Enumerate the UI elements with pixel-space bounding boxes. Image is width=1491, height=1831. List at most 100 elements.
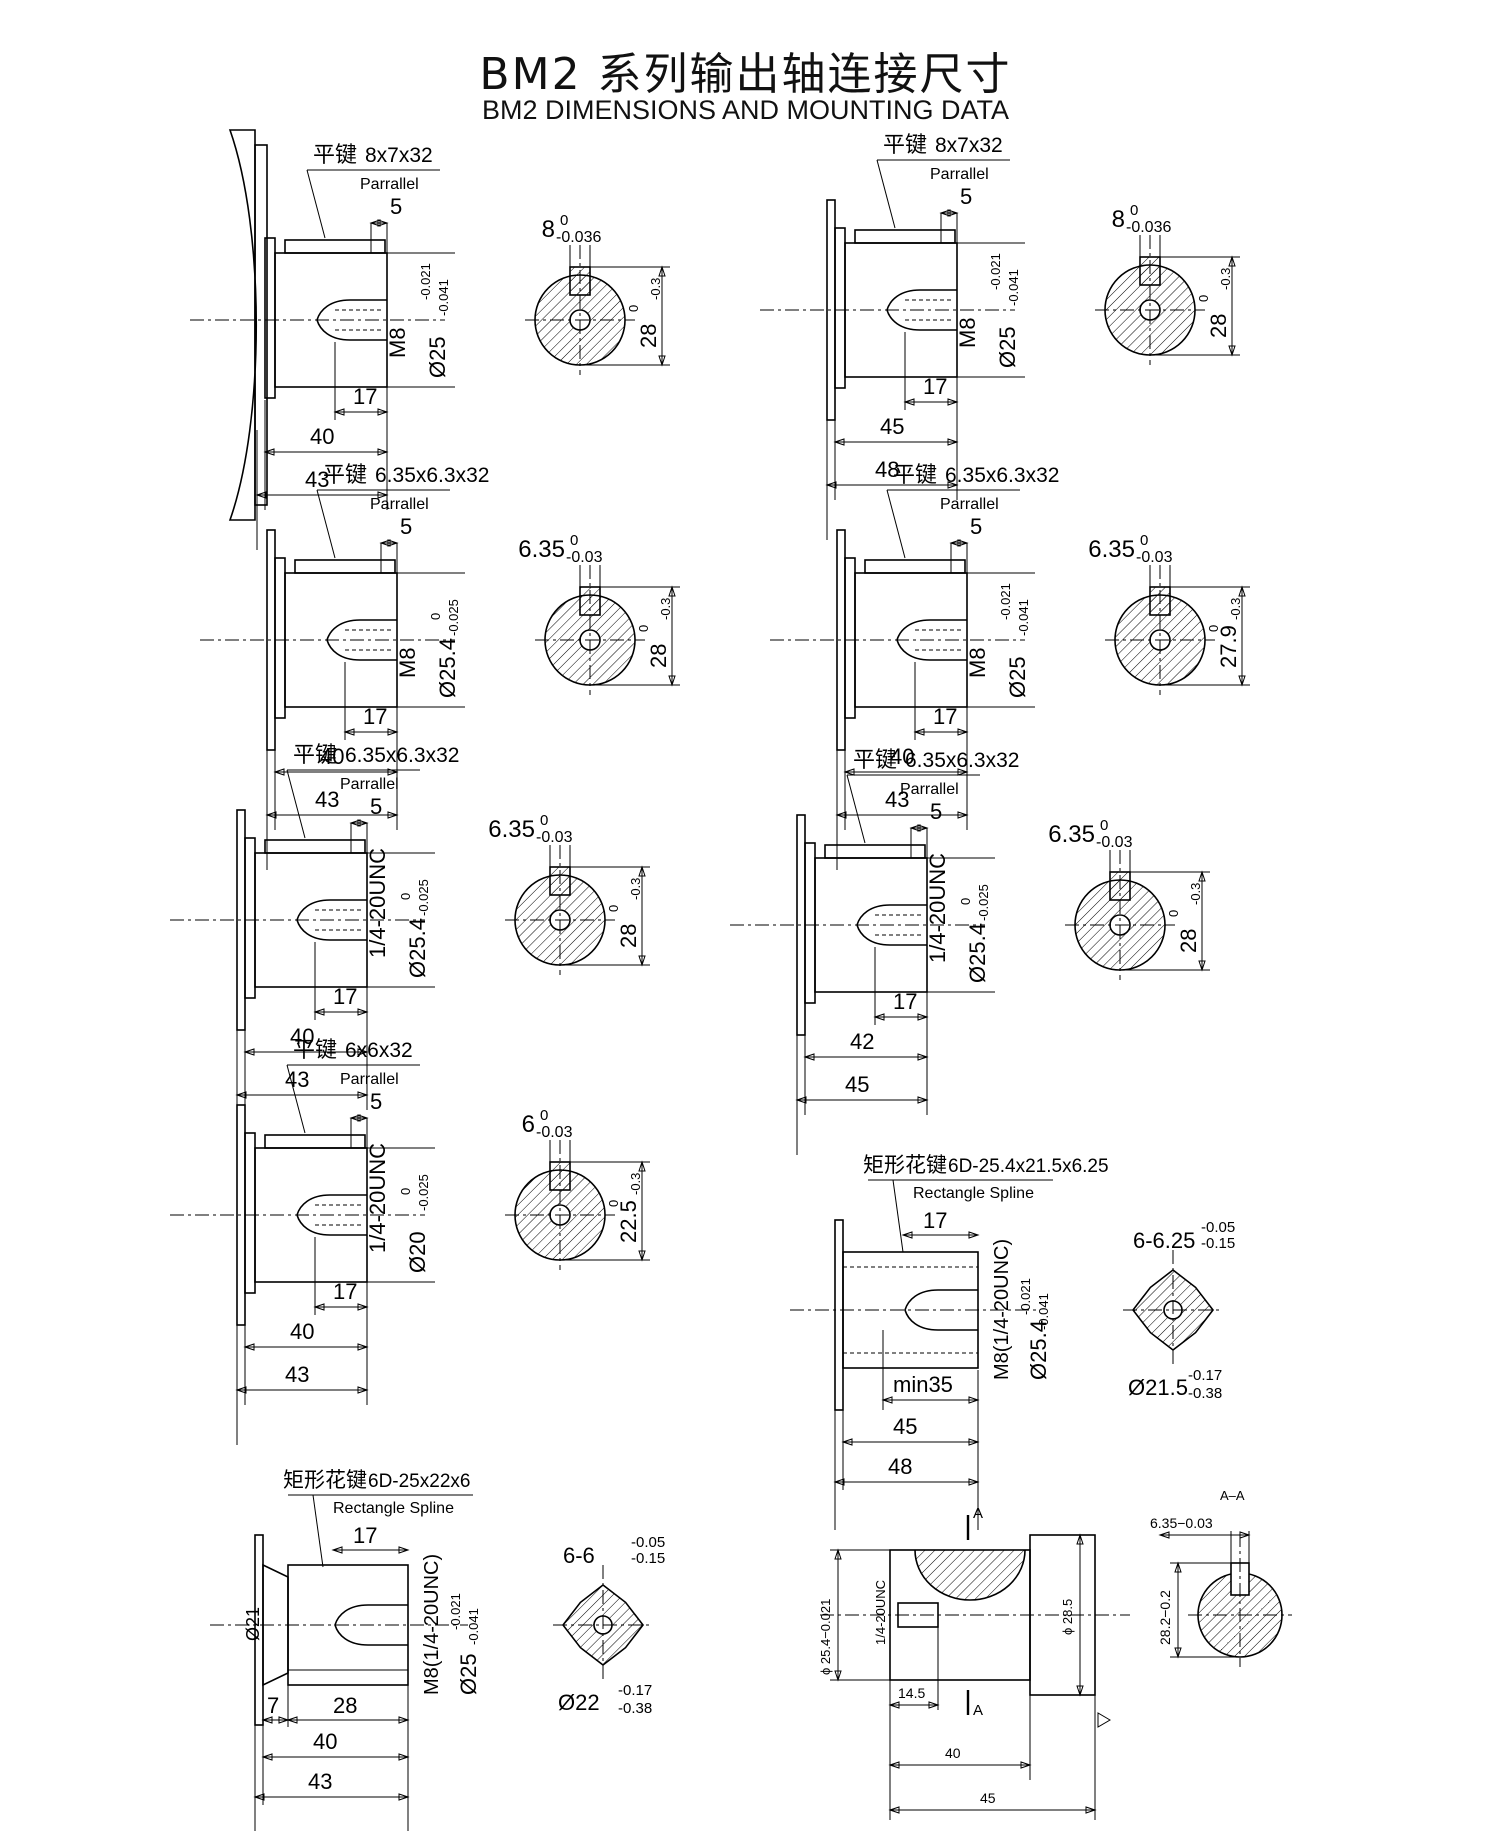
shaft-collar — [274, 557, 286, 719]
arrow-head — [1158, 1531, 1170, 1539]
tolerance-upper: -0.021 — [988, 253, 1003, 290]
arrow-head — [243, 1343, 255, 1351]
arrow-head — [638, 865, 646, 877]
arrow-head — [947, 209, 959, 217]
arrow-head — [387, 728, 399, 736]
tolerance-upper: 0 — [560, 212, 568, 229]
leader-line — [892, 1179, 904, 1253]
key-size: 8x7x32 — [365, 144, 433, 167]
section-mark: A — [973, 1505, 983, 1522]
arrow-head — [286, 1716, 298, 1724]
arrow-head — [968, 1396, 980, 1404]
tolerance-upper: 0 — [1130, 202, 1138, 219]
dim-shaft-length: 40 — [290, 1024, 314, 1049]
key-width: 8 — [1112, 206, 1125, 233]
arrow-head — [379, 539, 391, 547]
tolerance-lower: -0.041 — [436, 279, 451, 316]
key-type-cn: 平键 — [853, 748, 897, 773]
arrow-head — [349, 1114, 361, 1122]
key-size: 6.35x6.3x32 — [375, 464, 489, 487]
arrow-head — [1198, 870, 1206, 882]
dim-neck-length: 7 — [267, 1693, 279, 1718]
tolerance-lower: -0.041 — [1006, 269, 1021, 306]
key — [264, 839, 366, 854]
thread-spec: 1/4-20UNC — [365, 848, 390, 958]
section-title: A–A — [1220, 1488, 1245, 1503]
section-height: 28.2−0.2 — [1157, 1590, 1173, 1645]
arrow-head — [278, 1716, 290, 1724]
page-title-cn: BM2 系列输出轴连接尺寸 — [479, 49, 1012, 100]
arrow-head — [263, 448, 275, 456]
arrow-head — [909, 824, 921, 832]
arrow-head — [658, 265, 666, 277]
dim-thread-depth: 17 — [923, 1208, 947, 1233]
shaft-diameter: Ø25 — [425, 336, 450, 378]
tolerance-lower: -0.3 — [628, 878, 643, 900]
tolerance-upper: 0 — [398, 893, 413, 900]
key-type-cn: 平键 — [883, 133, 927, 158]
shaft-collar — [834, 227, 846, 389]
leader-line — [886, 489, 906, 559]
leader-line — [316, 489, 336, 559]
tolerance-lower: -0.38 — [618, 1700, 652, 1717]
shaft-collar — [244, 837, 256, 999]
key — [294, 559, 396, 574]
leader-line — [312, 1494, 324, 1568]
arrow-head — [947, 438, 959, 446]
arrow-head — [357, 1343, 369, 1351]
tolerance-lower: -0.025 — [416, 1174, 431, 1211]
arrow-head — [235, 1386, 247, 1394]
key — [854, 229, 956, 244]
arrow-head — [243, 1048, 255, 1056]
shaft-collar — [244, 1132, 256, 1294]
arrow-head — [949, 539, 961, 547]
dim-total-length: 43 — [305, 467, 329, 492]
key-type-cn: 平键 — [293, 1038, 337, 1063]
dim-key-offset: 5 — [400, 514, 412, 539]
arrow-head — [658, 355, 666, 367]
leader-line — [846, 774, 866, 844]
threaded-hole — [904, 1289, 978, 1331]
tolerance-upper: -0.021 — [1018, 1278, 1033, 1315]
arrow-head — [957, 728, 969, 736]
dim-shaft-length: 40 — [890, 744, 914, 769]
arrow-head — [939, 209, 951, 217]
motor-flange — [228, 129, 257, 521]
tolerance-lower: -0.3 — [1188, 883, 1203, 905]
thread-spec: M8 — [385, 327, 410, 358]
key-type-en: Parrallel — [930, 166, 989, 183]
arrow-head — [398, 1716, 410, 1724]
section-height: 28 — [616, 924, 641, 948]
tolerance-lower: -0.036 — [556, 229, 601, 246]
key-type-cn: 平键 — [313, 143, 357, 168]
arrow-head — [333, 408, 345, 416]
tolerance-lower: -0.38 — [1188, 1385, 1222, 1402]
arrow-head — [917, 1013, 929, 1021]
tolerance-upper: 0 — [1196, 295, 1211, 302]
arrow-head — [957, 539, 969, 547]
dim-total-length: 48 — [888, 1454, 912, 1479]
key-size: 6.35x6.3x32 — [945, 464, 1059, 487]
thread-spec: M8(1/4-20UNC) — [421, 1554, 443, 1695]
thread-spec: 1/4-20UNC — [365, 1143, 390, 1253]
tolerance-lower: -0.03 — [1136, 549, 1173, 566]
arrow-head — [888, 1806, 900, 1814]
step-diameter: ϕ 28.5 — [1060, 1599, 1075, 1635]
key-width: 8 — [542, 216, 555, 243]
tolerance-upper: -0.17 — [618, 1682, 652, 1699]
dim-total-length: 43 — [315, 787, 339, 812]
tolerance-upper: 0 — [428, 613, 443, 620]
tolerance-lower: -0.025 — [446, 599, 461, 636]
arrow-head — [1198, 960, 1206, 972]
dim-key-offset: 5 — [960, 184, 972, 209]
key-width: 6 — [522, 1111, 535, 1138]
arrow-head — [638, 1250, 646, 1262]
key-type-cn: 平键 — [293, 743, 337, 768]
arrow-head — [841, 1438, 853, 1446]
arrow-head — [968, 1478, 980, 1486]
arrow-head — [1076, 1533, 1084, 1545]
